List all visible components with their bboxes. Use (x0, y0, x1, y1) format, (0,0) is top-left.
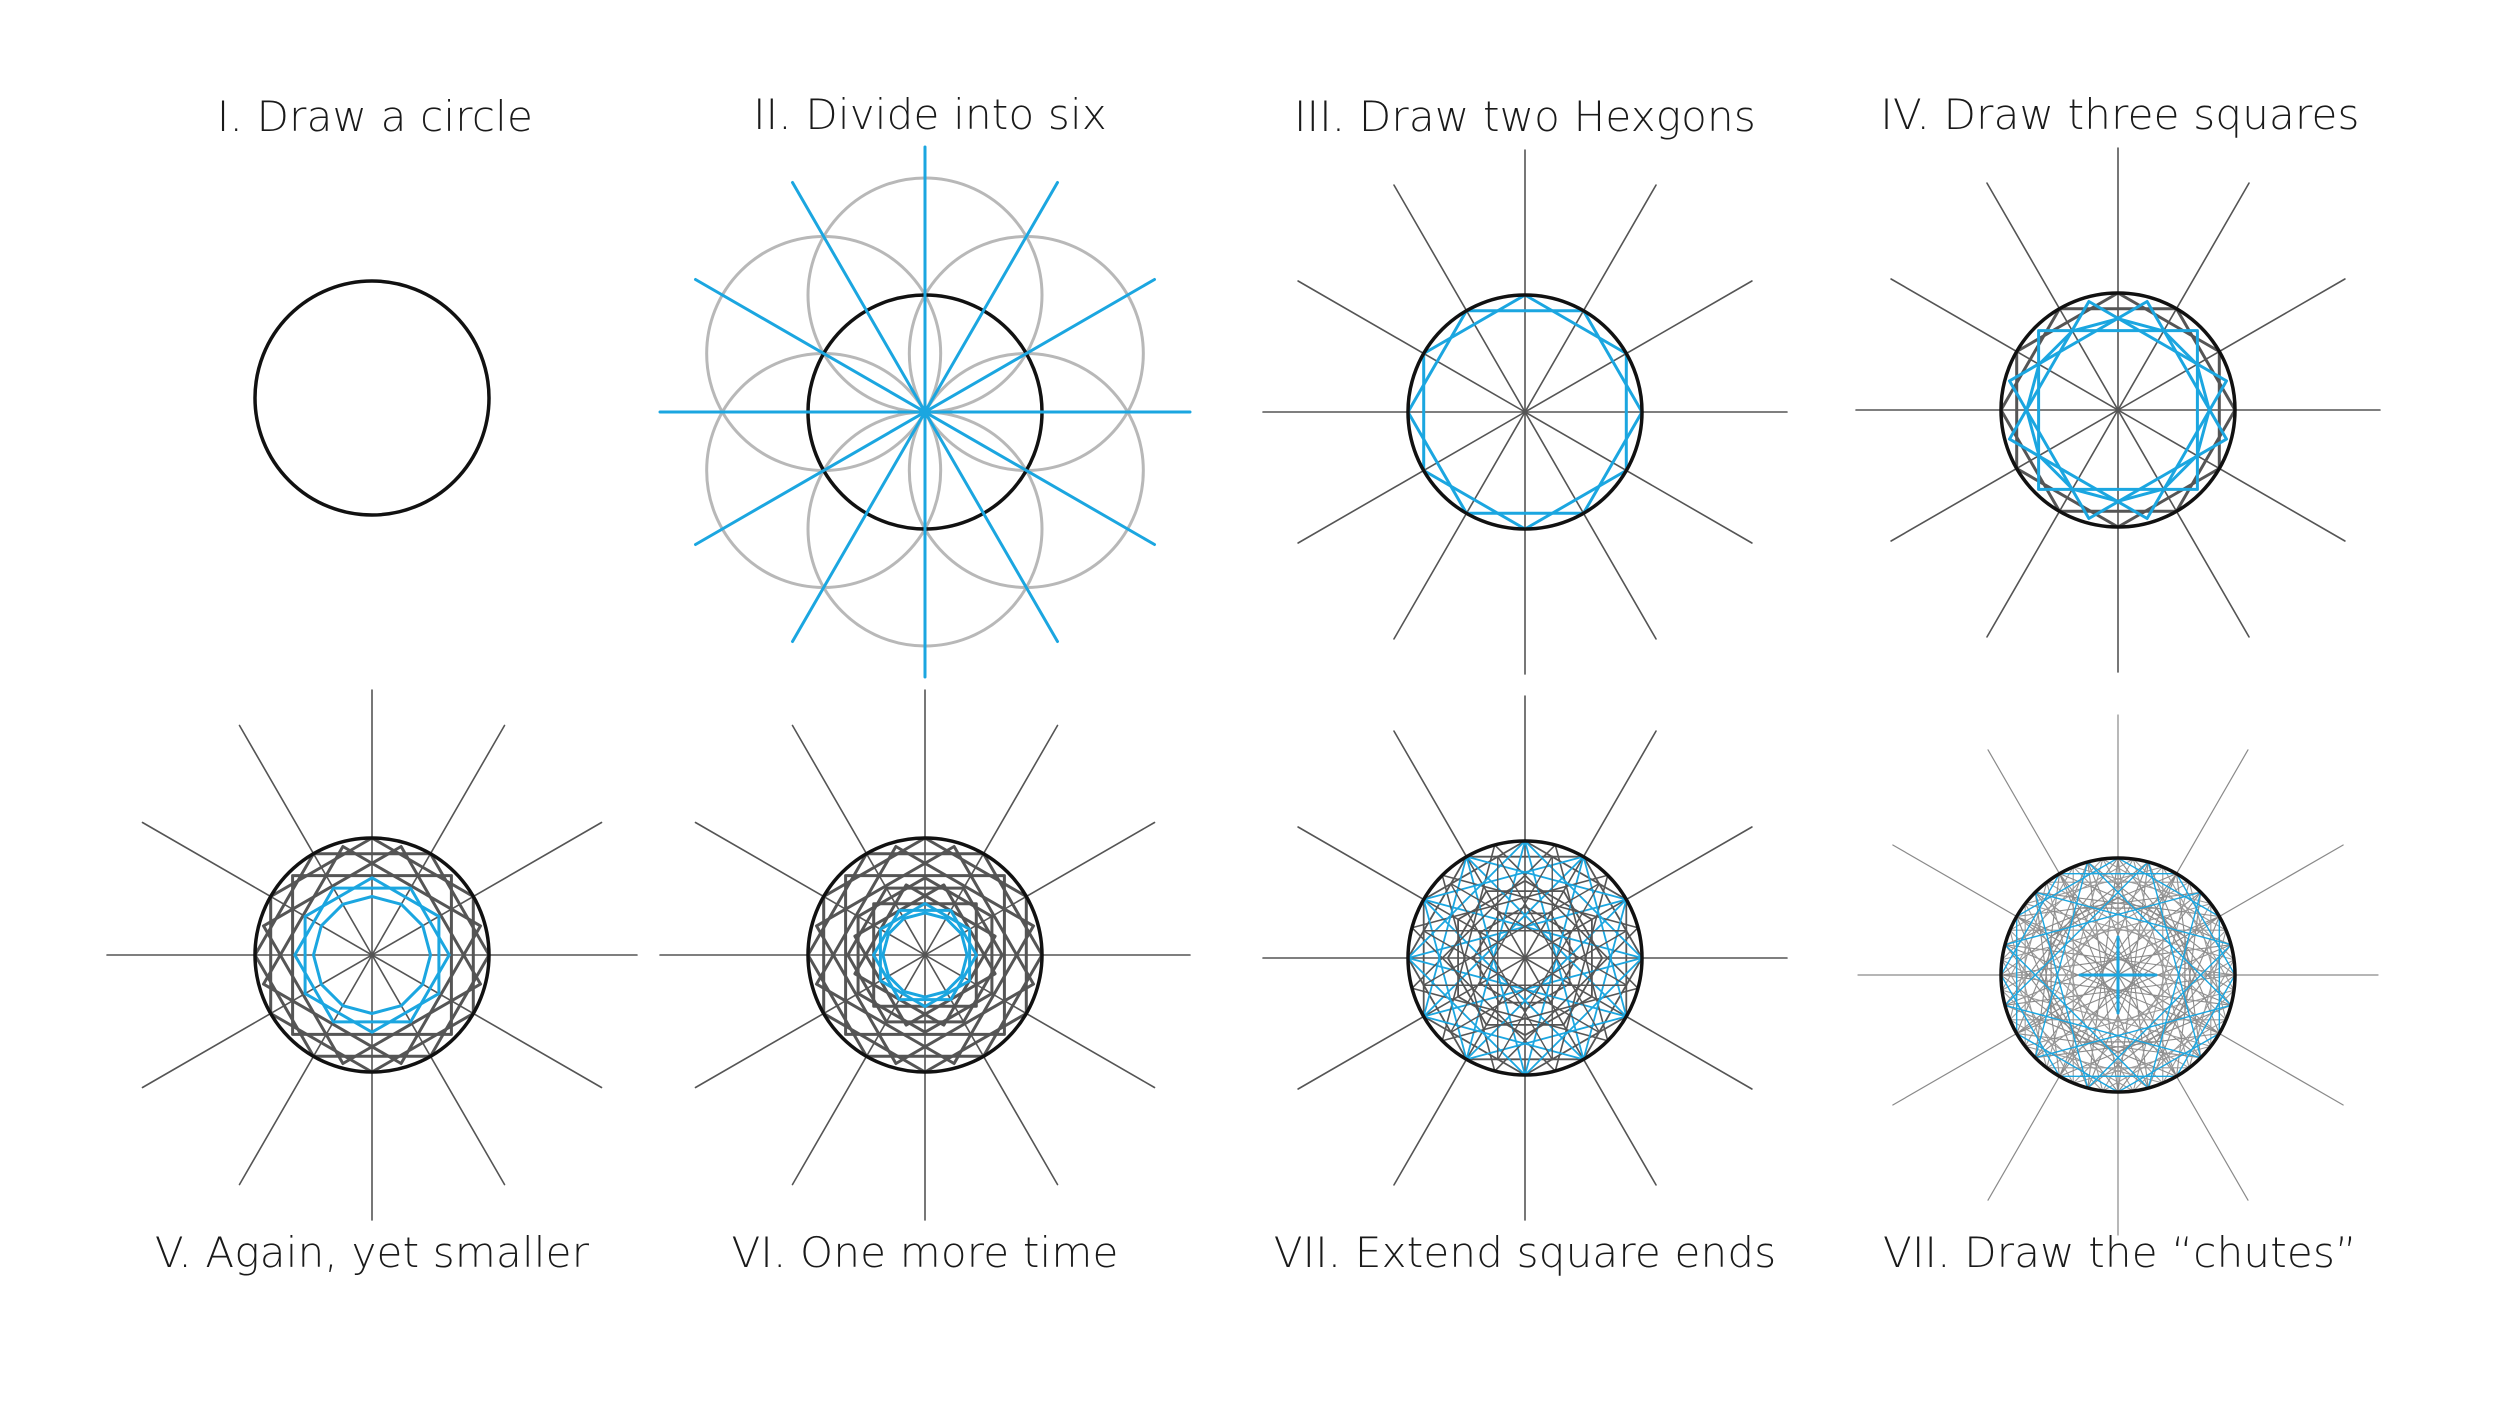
main-circle (253, 836, 491, 1074)
panel-6 (659, 689, 1191, 1221)
square-extension (1524, 957, 1643, 1076)
chute-line (2000, 872, 2061, 976)
chute-line (2015, 857, 2119, 918)
square-extension (1524, 840, 1643, 959)
chute-line (2004, 891, 2202, 946)
square-extension (1422, 1015, 1585, 1061)
radial-line (791, 724, 1059, 1186)
step-2-title: II. Divide into six (753, 90, 1107, 139)
chute-line (2175, 974, 2236, 1078)
step-6-title: VI. One more time (731, 1228, 1119, 1277)
dodecagon (881, 911, 969, 999)
square-extension (1422, 898, 1643, 959)
panel-3 (1262, 149, 1788, 675)
main-circle (1406, 839, 1644, 1077)
step-5-title: V. Again, yet smaller (154, 1228, 590, 1277)
hexagon (872, 908, 978, 1002)
chute-line (2147, 861, 2202, 1059)
square-extension (1407, 957, 1526, 1076)
step-1-title: I. Draw a circle (216, 92, 534, 141)
panel-5 (106, 689, 638, 1221)
panel-7 (1262, 695, 1788, 1221)
square-extension (1465, 855, 1628, 1018)
dodecagon (312, 895, 432, 1015)
square (2037, 329, 2199, 491)
square-extension (1465, 840, 1526, 1061)
square-extension (1422, 855, 1585, 901)
radial-line (1986, 182, 2250, 638)
chute-line (2087, 861, 2232, 1006)
square-extension (1582, 855, 1628, 1018)
square (2008, 300, 2228, 520)
square-extension (1465, 855, 1526, 1076)
chute-line (2034, 891, 2089, 1089)
dodecagon (2025, 317, 2211, 503)
main-circle (1406, 293, 1644, 531)
step-8-title: VII. Draw the “chutes” (1883, 1228, 2357, 1277)
main-circle (253, 279, 491, 517)
square-extension (1524, 855, 1585, 1076)
square (2008, 300, 2228, 520)
square-extension (1422, 957, 1643, 1018)
main-circle (806, 836, 1044, 1074)
chute-line (2034, 1004, 2232, 1059)
square-extension (1465, 855, 1628, 901)
panel-1 (253, 279, 491, 517)
square-extension (1422, 898, 1585, 1061)
chute-line (2034, 891, 2232, 946)
chute-line (2004, 861, 2149, 1006)
chute-line (2015, 1032, 2119, 1093)
square-extension (1407, 957, 1628, 1018)
panel-4 (1855, 147, 2381, 673)
radial-line (1393, 730, 1657, 1186)
main-circle (1999, 291, 2237, 529)
square-extension (1465, 898, 1628, 1061)
step-4-title: IV. Draw three squares (1880, 90, 2360, 139)
square-extension (1407, 898, 1628, 959)
chute-line (2004, 1004, 2202, 1059)
division-line (791, 181, 1059, 643)
square-extension (1422, 898, 1468, 1061)
hexagon (293, 886, 451, 1024)
square-extension (1524, 840, 1585, 1061)
main-circle (1999, 856, 2237, 1094)
square-extension (1422, 855, 1585, 1018)
chute-line (2000, 974, 2061, 1078)
chute-line (2087, 944, 2232, 1089)
chute-line (2034, 861, 2089, 1059)
radial-line (238, 724, 506, 1186)
step-7-title: VII. Extend square ends (1273, 1228, 1777, 1277)
radial-line (1393, 184, 1657, 640)
square-extension (1422, 855, 1468, 1018)
square-extension (1582, 898, 1628, 1061)
chute-line (2175, 872, 2236, 976)
step-3-title: III. Draw two Hexgons (1294, 92, 1756, 141)
chute-line (2117, 1032, 2221, 1093)
hexagon (303, 876, 441, 1034)
panel-8 (1857, 714, 2379, 1236)
chute-line (2147, 891, 2202, 1089)
square-extension (1465, 1015, 1628, 1061)
hexagon (878, 902, 972, 1008)
square-extension (1407, 840, 1526, 959)
chute-line (2004, 944, 2149, 1089)
chute-line (2117, 857, 2221, 918)
panel-2 (658, 145, 1192, 679)
